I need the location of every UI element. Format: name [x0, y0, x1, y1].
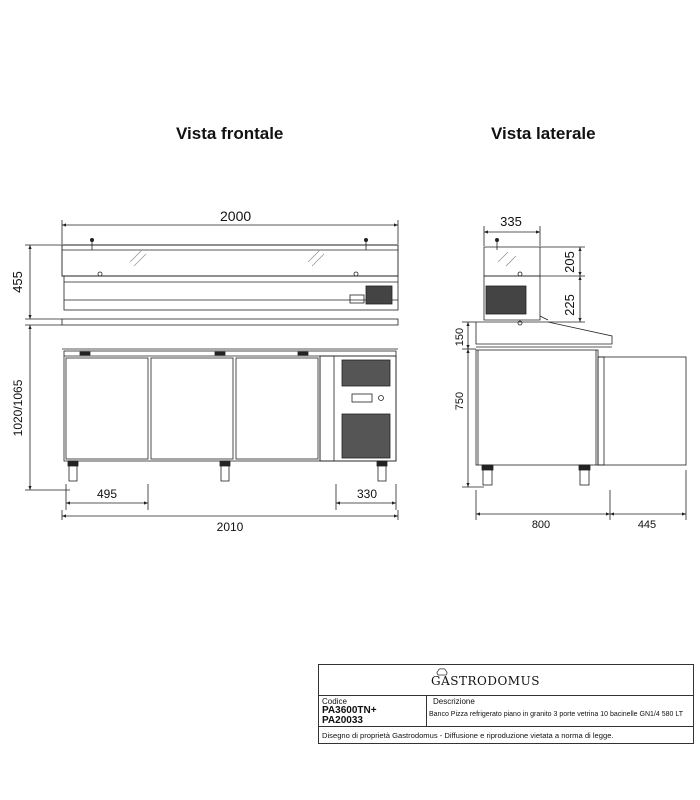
front-view: [25, 220, 399, 520]
title-block: GASTRODOMUS Codice PA3600TN+ PA20033 Des…: [318, 664, 694, 744]
chef-hat-icon: [436, 668, 448, 676]
description-label: Descrizione: [433, 697, 475, 706]
product-code-line-1: PA3600TN+: [322, 705, 377, 716]
front-door-3: [235, 357, 319, 460]
side-view-title: Vista laterale: [491, 124, 596, 143]
dim-front-height-top: 455: [10, 271, 25, 293]
dim-side-depth: 800: [532, 519, 550, 531]
dim-side-vitrine-upper: 205: [562, 251, 577, 273]
dim-side-vitrine-lower: 225: [562, 294, 577, 316]
copyright-note: Disegno di proprietà Gastrodomus - Diffu…: [322, 731, 614, 740]
dim-side-vitrine-width: 335: [500, 214, 522, 229]
product-description: Banco Pizza refrigerato piano in granito…: [429, 711, 683, 718]
side-body: [475, 349, 599, 466]
dim-front-unit-width: 330: [357, 487, 377, 501]
front-unit-display: [351, 393, 373, 403]
dim-front-width-total: 2010: [217, 520, 244, 534]
front-worktop: [61, 318, 399, 326]
dim-side-top-thickness: 150: [454, 328, 466, 346]
side-vitrine-housing: [483, 275, 541, 321]
dim-front-height-body: 1020/1065: [11, 379, 25, 436]
side-open-door: [597, 356, 687, 466]
title-block-row: Codice PA3600TN+ PA20033 Descrizione Ban…: [319, 696, 693, 727]
front-vitrine-display: [349, 294, 365, 304]
technical-drawing: 2000 455 1020/1065 495 330 2010: [10, 208, 687, 534]
side-vitrine-glass: [483, 246, 541, 277]
brand-logo: GASTRODOMUS: [431, 674, 540, 688]
product-code: PA3600TN+ PA20033: [322, 706, 377, 726]
front-vitrine-grille: [365, 285, 393, 305]
dim-front-width-top: 2000: [220, 208, 251, 224]
product-code-line-2: PA20033: [322, 715, 363, 726]
dim-side-door-open: 445: [638, 519, 656, 531]
side-worktop: [475, 321, 613, 345]
dim-front-door-width: 495: [97, 487, 117, 501]
dim-side-body-height: 750: [454, 392, 466, 410]
front-door-1: [65, 357, 149, 460]
title-block-logo-row: GASTRODOMUS: [319, 665, 693, 696]
side-vitrine-grille: [485, 285, 527, 315]
code-label: Codice: [322, 697, 347, 706]
code-cell: Codice PA3600TN+ PA20033: [319, 696, 427, 726]
front-view-title: Vista frontale: [176, 124, 284, 143]
front-door-2: [150, 357, 234, 460]
side-view: [462, 226, 687, 520]
front-tray-housing: [63, 275, 399, 311]
